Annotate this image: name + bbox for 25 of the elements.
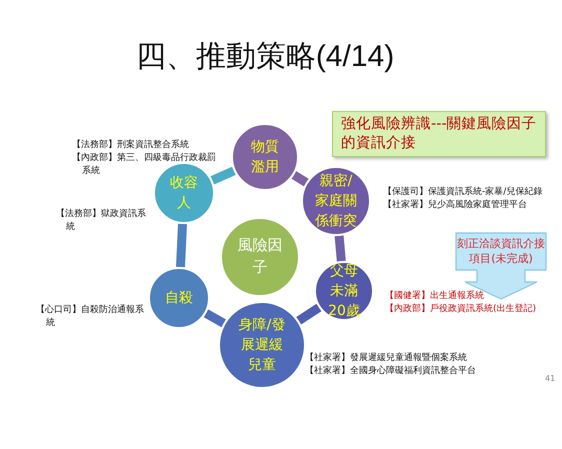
system-note: 【社家署】全國身心障礙福利資訊整合平台 [305,365,477,378]
system-note: 【國健署】出生通報系統 [385,290,485,303]
ring-connector [210,166,236,185]
system-note: 【保護司】保護資訊系統-家暴/兒保紀錄 [383,186,544,199]
system-note: 【社家署】兒少高風險家庭管理平台 [383,199,528,212]
factor-circle: 物質濫用 [231,123,299,191]
callout-box: 強化風險辨識---關鍵風險因子的資訊介接 [332,111,546,157]
factor-circle: 身障/發展遲緩兒童 [218,301,306,389]
system-note: 【法務部】獄政資訊系統 [56,208,147,234]
center-circle: 風險因子 [220,217,300,297]
factor-circle: 自殺 [148,267,210,329]
system-note: 【法務部】刑案資訊整合系統 [72,139,190,152]
ring-connector [176,224,188,268]
ring-connector [292,171,309,186]
factor-circle: 父母未滿20歲 [314,261,374,321]
page-number: 41 [545,374,556,383]
system-note: 【內政部】戶役政資訊系統(出生登記) [385,303,538,316]
ring-connector [204,309,226,328]
factor-circle: 收容人 [153,162,215,224]
system-note: 【心口司】自殺防治通報系統 [36,304,144,330]
slide-title: 四、推動策略(4/14) [134,39,396,75]
factor-circle: 親密/家庭關係衝突 [301,166,371,236]
ring-connector [296,304,322,325]
system-note: 【社家署】發展遲緩兒童通報暨個案系統 [305,352,468,365]
ring-connector [334,235,346,262]
